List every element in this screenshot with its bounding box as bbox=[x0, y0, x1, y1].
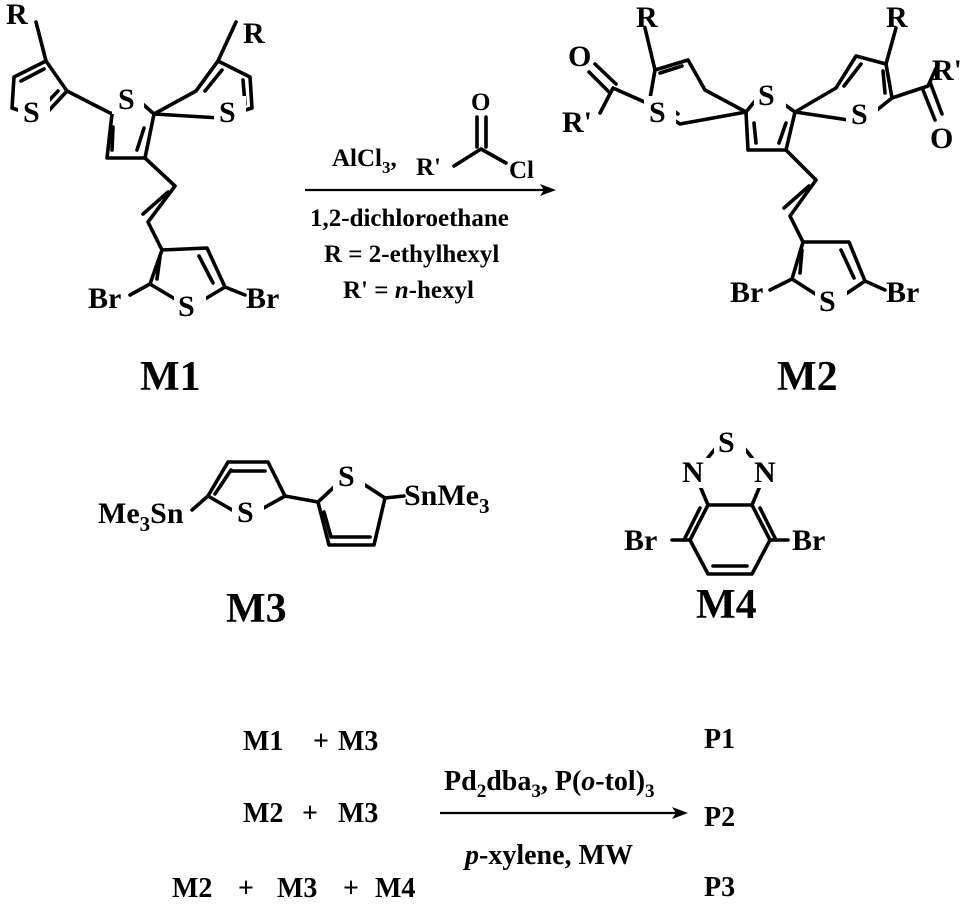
m2-s-right: S bbox=[851, 98, 868, 131]
row3-product: P3 bbox=[704, 872, 735, 903]
row3-plus-1: + bbox=[238, 873, 254, 904]
polymerization-solvent: p-xylene, MW bbox=[463, 840, 633, 871]
polymerization-arrowhead bbox=[672, 807, 688, 819]
row3-monomer-a: M2 bbox=[172, 873, 212, 904]
polymerization-catalyst: Pd2dba3, P(o-tol)3 bbox=[444, 766, 655, 802]
m3-left-stannyl: Me3Sn bbox=[98, 497, 184, 536]
reaction-1-conditions: O Cl AlCl3, R' 1,2-dichloroethane R = 2-… bbox=[305, 89, 556, 304]
lewis-acid-reagent: AlCl3, bbox=[332, 145, 397, 177]
row1-product: P1 bbox=[704, 724, 735, 755]
row3-monomer-b: M3 bbox=[277, 873, 317, 904]
m2-s-left: S bbox=[649, 96, 666, 129]
m2-br-left: Br bbox=[730, 276, 763, 309]
m2-o-left: O bbox=[568, 40, 591, 73]
acyl-chloride-oxygen: O bbox=[471, 89, 490, 116]
row1-monomer-b: M3 bbox=[338, 726, 378, 757]
row1-plus: + bbox=[313, 726, 329, 757]
row2-product: P2 bbox=[704, 802, 735, 833]
m4-sulfur: S bbox=[718, 426, 735, 459]
compound-label-m4: M4 bbox=[696, 582, 757, 628]
m1-s-right: S bbox=[219, 96, 236, 129]
m1-s-center: S bbox=[118, 83, 135, 116]
acyl-chloride-chlorine: Cl bbox=[509, 157, 534, 184]
m3-s-right: S bbox=[338, 460, 355, 493]
m1-s-left: S bbox=[23, 96, 40, 129]
m2-o-right: O bbox=[930, 122, 953, 155]
m2-r-right: R bbox=[886, 1, 908, 34]
compound-m2-structure: S S S S R R O R' R' O Br Br bbox=[562, 1, 962, 318]
row3-plus-2: + bbox=[343, 873, 359, 904]
m3-right-stannyl: SnMe3 bbox=[404, 479, 490, 518]
m2-r-prime-left: R' bbox=[562, 106, 592, 139]
m4-br-left: Br bbox=[624, 524, 657, 557]
m1-br-right: Br bbox=[246, 282, 279, 315]
m1-r-left: R bbox=[6, 0, 28, 31]
r-prime-definition: R' = n-hexyl bbox=[343, 277, 474, 304]
m1-br-left: Br bbox=[88, 282, 121, 315]
row2-monomer-b: M3 bbox=[338, 798, 378, 829]
m1-s-bottom: S bbox=[178, 290, 195, 323]
acyl-chloride-r-prime: R' bbox=[416, 154, 441, 181]
m2-s-bottom: S bbox=[819, 285, 836, 318]
compound-label-m1: M1 bbox=[140, 354, 201, 400]
compound-m1-structure: S S S S R R Br Br bbox=[6, 0, 279, 323]
compound-m3-structure: S S Me3Sn SnMe3 bbox=[98, 460, 490, 547]
row2-monomer-a: M2 bbox=[243, 798, 283, 829]
row2-plus: + bbox=[302, 798, 318, 829]
m2-r-left: R bbox=[636, 1, 658, 34]
m3-s-left: S bbox=[237, 496, 254, 529]
m2-br-right: Br bbox=[886, 276, 919, 309]
m1-r-right: R bbox=[243, 17, 265, 50]
row1-monomer-a: M1 bbox=[243, 726, 283, 757]
polymerization-scheme: M1 + M3 P1 M2 + M3 P2 M2 + M3 + M4 P3 Pd… bbox=[172, 724, 735, 904]
m4-nitrogen-left: N bbox=[682, 456, 704, 489]
reaction-1-arrowhead bbox=[540, 184, 556, 196]
compound-label-m2: M2 bbox=[777, 354, 838, 400]
row3-monomer-c: M4 bbox=[375, 873, 415, 904]
r-definition: R = 2-ethylhexyl bbox=[324, 241, 499, 268]
reaction-1-solvent: 1,2-dichloroethane bbox=[310, 205, 509, 232]
m2-s-center: S bbox=[758, 79, 775, 112]
m4-br-right: Br bbox=[792, 524, 825, 557]
m2-r-prime-right: R' bbox=[932, 54, 962, 87]
m4-nitrogen-right: N bbox=[754, 456, 776, 489]
compound-m4-structure: S N N Br Br bbox=[624, 426, 825, 576]
compound-label-m3: M3 bbox=[226, 586, 287, 632]
